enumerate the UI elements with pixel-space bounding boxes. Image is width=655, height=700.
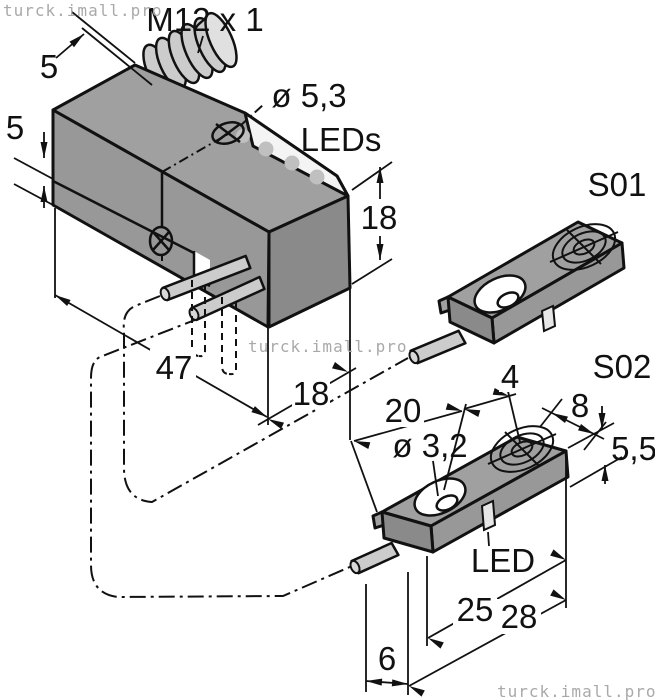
dim-4-label: 4 — [501, 358, 519, 395]
cable-routing-lines — [90, 295, 409, 599]
thread-size-label: M12 x 1 — [146, 1, 263, 38]
s01-cable-tip — [408, 349, 420, 365]
s01-mounting-hole-inner — [496, 291, 520, 309]
s02-name-label: S02 — [593, 348, 652, 385]
leds-label: LEDs — [301, 121, 382, 158]
s02-target-crosshair — [487, 425, 557, 473]
labels: M12 x 1 5 ø 5,3 LEDs 5 S01 18 47 18 S02 … — [6, 1, 655, 677]
label-masks — [150, 199, 541, 676]
dim-18-right-label: 18 — [361, 199, 398, 236]
dim-28-label: 28 — [501, 598, 538, 635]
m12-thread — [142, 11, 238, 95]
s01-left-end-face — [446, 295, 496, 345]
s02-led-window — [480, 499, 497, 532]
dim-47-label: 47 — [156, 349, 193, 386]
s01-name-label: S01 — [588, 166, 647, 203]
s02-mounting-hole-inner — [435, 494, 459, 512]
route-to-s01-line — [122, 295, 409, 504]
cable-1-tip — [159, 286, 171, 302]
hole-leader-line — [239, 104, 264, 127]
dim-18-bottom-label: 18 — [293, 375, 330, 412]
s01-target-crosshair — [549, 223, 619, 271]
top-mounting-hole-crosshair — [211, 121, 245, 145]
sensor-s01 — [408, 220, 626, 365]
led-hole — [236, 129, 250, 143]
route-to-s02-line — [90, 317, 353, 599]
main-sensor — [51, 11, 352, 376]
dim-6-label: 6 — [378, 640, 396, 677]
led-label: LED — [471, 542, 535, 579]
sensor-s02 — [349, 425, 570, 575]
led-hole — [284, 155, 300, 171]
watermark-bottom-right: turck.imall.pro — [497, 682, 655, 700]
front-mounting-hole-crosshair — [148, 225, 174, 257]
watermark-middle: turck.imall.pro — [248, 337, 408, 356]
s02-cable-tip — [349, 559, 361, 575]
s01-led-window — [540, 304, 557, 333]
watermarks: turck.imall.pro turck.imall.pro turck.im… — [3, 1, 655, 700]
hole-diameter-32-label: ø 3,2 — [392, 427, 467, 464]
main-sensor-cables — [159, 254, 266, 322]
led-hole — [258, 141, 274, 157]
hole-diameter-label: ø 5,3 — [271, 77, 346, 114]
dim-5-top-label: 5 — [40, 48, 58, 85]
watermark-top-left: turck.imall.pro — [3, 1, 163, 20]
dim-20-label: 20 — [385, 392, 422, 429]
s02-left-end-face — [380, 510, 435, 554]
led-hole — [309, 169, 325, 185]
dim-55-label: 5,5 — [611, 430, 655, 467]
dim-8-label: 8 — [571, 387, 589, 424]
flange-band-edge — [52, 179, 195, 255]
thread-end-cap — [204, 11, 238, 69]
dim-25-label: 25 — [457, 591, 494, 628]
dim-5-left-label: 5 — [6, 109, 24, 146]
